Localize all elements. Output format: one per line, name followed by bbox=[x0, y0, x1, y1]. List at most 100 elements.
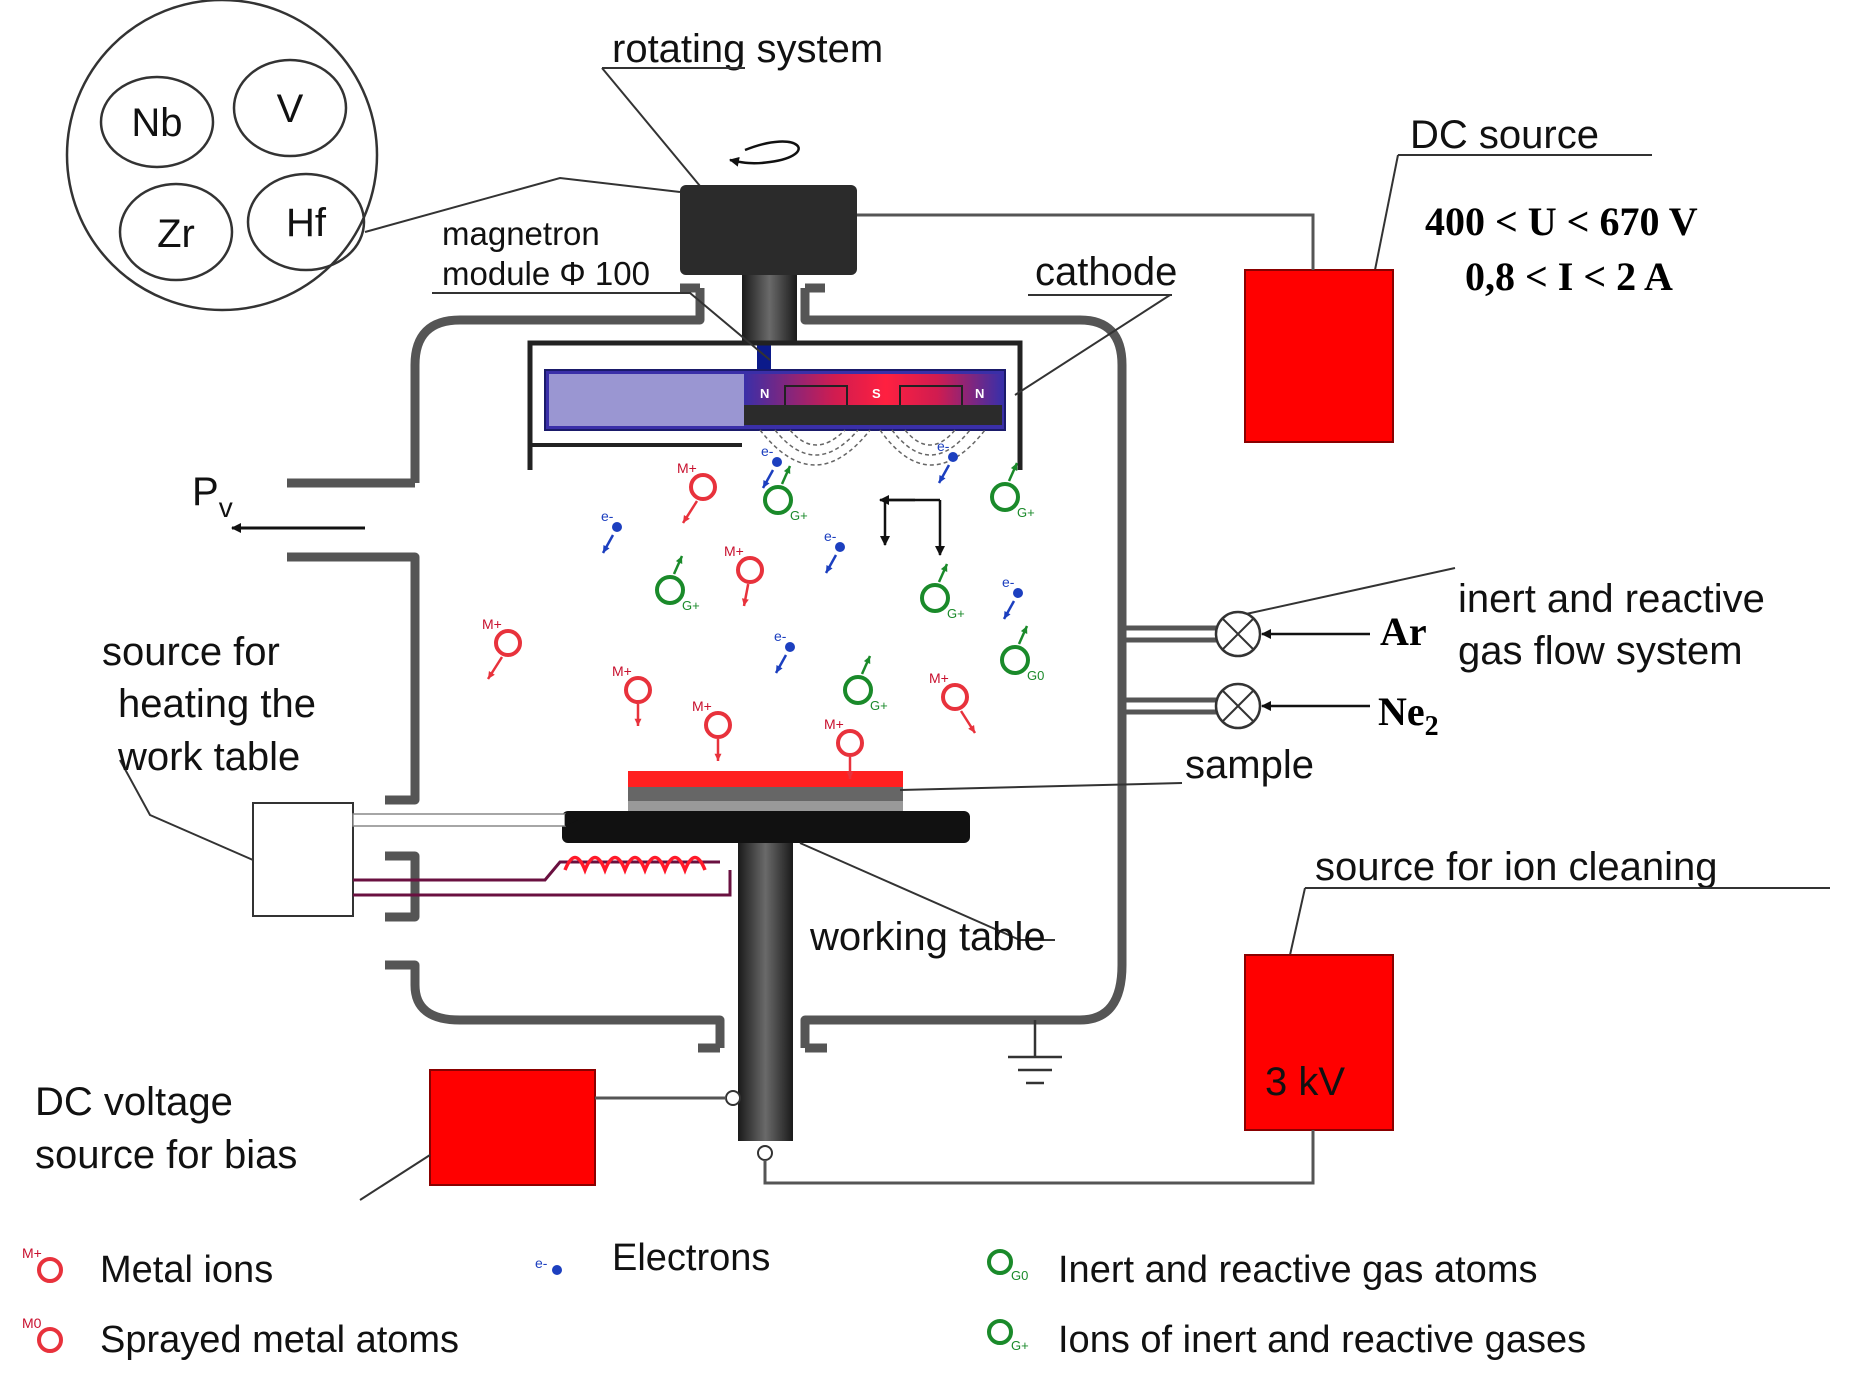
gas-flow-system: Ar Ne2 inert and reactive gas flow syste… bbox=[1119, 567, 1765, 742]
gas-flow-label-line1: inert and reactive bbox=[1458, 577, 1765, 621]
metal-ion-particle: M+ bbox=[677, 460, 717, 524]
svg-text:M+: M+ bbox=[692, 698, 712, 714]
metal-ion-particle: M+ bbox=[929, 670, 977, 734]
magnetron-label-line1: magnetron bbox=[442, 215, 600, 252]
rotating-system-label: rotating system bbox=[612, 27, 883, 71]
svg-text:G+: G+ bbox=[1017, 505, 1035, 520]
svg-text:G+: G+ bbox=[1011, 1338, 1029, 1353]
particles: M+M+M+M+M+M+M+e-e-e-e-e-e-G+G+G+G+G0G+ bbox=[482, 438, 1044, 779]
target-nb: Nb bbox=[131, 101, 182, 145]
target-hf: Hf bbox=[286, 201, 327, 245]
target-carousel: Nb V Zr Hf bbox=[65, 0, 681, 312]
legend: M+ Metal ions M0 Sprayed metal atoms e- … bbox=[22, 1237, 1586, 1361]
svg-text:G0: G0 bbox=[1011, 1268, 1028, 1283]
svg-text:G0: G0 bbox=[1027, 668, 1044, 683]
legend-sprayed-atom-icon: M0 bbox=[22, 1315, 63, 1353]
dc-voltage-range: 400 < U < 670 V bbox=[1425, 199, 1698, 244]
electron-particle: e- bbox=[937, 438, 958, 484]
pv-label: Pv bbox=[192, 470, 233, 523]
gas-particle: G+ bbox=[763, 465, 808, 523]
magnet-n-right: N bbox=[975, 386, 984, 401]
svg-text:M0: M0 bbox=[22, 1315, 42, 1331]
pump-outlet: Pv bbox=[192, 470, 365, 533]
rotating-system: rotating system bbox=[601, 27, 883, 370]
gas-particle: G0 bbox=[1000, 625, 1044, 683]
electron-particle: e- bbox=[761, 443, 782, 489]
bias-label-line1: DC voltage bbox=[35, 1080, 233, 1124]
rotating-shaft bbox=[742, 275, 797, 345]
svg-text:M+: M+ bbox=[929, 670, 949, 686]
legend-sprayed-atoms: Sprayed metal atoms bbox=[100, 1319, 459, 1361]
legend-gas-ion-icon: G+ bbox=[987, 1319, 1029, 1353]
svg-text:M+: M+ bbox=[824, 716, 844, 732]
ground-icon bbox=[1008, 1020, 1062, 1085]
cathode-label: cathode bbox=[1035, 250, 1177, 294]
electron-particle: e- bbox=[601, 508, 622, 554]
svg-text:M+: M+ bbox=[482, 616, 502, 632]
working-table-assembly: sample working table bbox=[562, 743, 1314, 1161]
legend-gas-ions: Ions of inert and reactive gases bbox=[1058, 1319, 1586, 1361]
cathode-leader-line bbox=[1014, 294, 1172, 396]
heating-label-line1: source for bbox=[102, 630, 280, 674]
dc-source-label: DC source bbox=[1410, 113, 1599, 157]
svg-text:M+: M+ bbox=[22, 1245, 42, 1261]
metal-ion-particle: M+ bbox=[482, 616, 522, 680]
legend-gas-atoms: Inert and reactive gas atoms bbox=[1058, 1249, 1537, 1291]
svg-text:e-: e- bbox=[1002, 574, 1015, 590]
svg-text:G+: G+ bbox=[682, 598, 700, 613]
gas-particle: G+ bbox=[655, 555, 700, 613]
gas-particle: G+ bbox=[990, 462, 1035, 520]
dc-source-box bbox=[1244, 269, 1394, 443]
heating-label-line2: heating the bbox=[118, 682, 316, 726]
electron-particle: e- bbox=[824, 528, 845, 574]
svg-text:e-: e- bbox=[824, 528, 837, 544]
svg-text:e-: e- bbox=[601, 508, 614, 524]
rotating-motor-block bbox=[680, 185, 857, 275]
gas-flow-label-line2: gas flow system bbox=[1458, 629, 1743, 673]
target-v: V bbox=[277, 87, 304, 131]
svg-text:e-: e- bbox=[761, 443, 774, 459]
svg-text:G+: G+ bbox=[870, 698, 888, 713]
svg-text:M+: M+ bbox=[612, 663, 632, 679]
svg-text:G+: G+ bbox=[790, 508, 808, 523]
svg-text:M+: M+ bbox=[677, 460, 697, 476]
metal-ion-particle: M+ bbox=[692, 698, 732, 761]
target-zr: Zr bbox=[157, 212, 195, 256]
ar-label: Ar bbox=[1380, 609, 1427, 654]
svg-text:M+: M+ bbox=[724, 543, 744, 559]
dc-source: DC source 400 < U < 670 V 0,8 < I < 2 A bbox=[857, 113, 1698, 443]
table-shaft bbox=[738, 843, 793, 1141]
legend-metal-ions: Metal ions bbox=[100, 1249, 273, 1291]
heater-coil-icon bbox=[563, 855, 707, 875]
heating-label-line3: work table bbox=[117, 735, 300, 779]
legend-metal-ion-icon: M+ bbox=[22, 1245, 63, 1283]
heating-source: source for heating the work table bbox=[102, 630, 732, 917]
magnet-s: S bbox=[872, 386, 881, 401]
magnet-n-left: N bbox=[760, 386, 769, 401]
ion-cleaning-voltage: 3 kV bbox=[1265, 1060, 1345, 1104]
ion-cleaning-label: source for ion cleaning bbox=[1315, 845, 1717, 889]
metal-ion-particle: M+ bbox=[824, 716, 864, 779]
svg-text:e-: e- bbox=[774, 628, 787, 644]
ion-cleaning-source: source for ion cleaning 3 kV bbox=[763, 845, 1830, 1185]
legend-gas-atom-icon: G0 bbox=[987, 1249, 1028, 1283]
electron-particle: e- bbox=[774, 628, 795, 674]
rotation-arrow-icon bbox=[729, 140, 800, 167]
legend-electron-icon: e- bbox=[535, 1255, 562, 1275]
gas-particle: G+ bbox=[843, 655, 888, 713]
sample-label: sample bbox=[1185, 743, 1314, 787]
svg-text:G+: G+ bbox=[947, 606, 965, 621]
bias-label-line2: source for bias bbox=[35, 1133, 297, 1177]
metal-ion-particle: M+ bbox=[612, 663, 652, 726]
bias-source: DC voltage source for bias bbox=[35, 1069, 726, 1201]
legend-electrons: Electrons bbox=[612, 1237, 770, 1279]
dc-current-range: 0,8 < I < 2 A bbox=[1465, 254, 1673, 299]
magnetron-module: N S N bbox=[527, 340, 1023, 556]
svg-text:e-: e- bbox=[535, 1255, 548, 1271]
vacuum-chamber bbox=[287, 283, 1127, 1053]
working-table-label: working table bbox=[809, 915, 1046, 959]
metal-ion-particle: M+ bbox=[724, 543, 764, 607]
gas-particle: G+ bbox=[920, 563, 965, 621]
ne-label: Ne2 bbox=[1378, 689, 1439, 742]
